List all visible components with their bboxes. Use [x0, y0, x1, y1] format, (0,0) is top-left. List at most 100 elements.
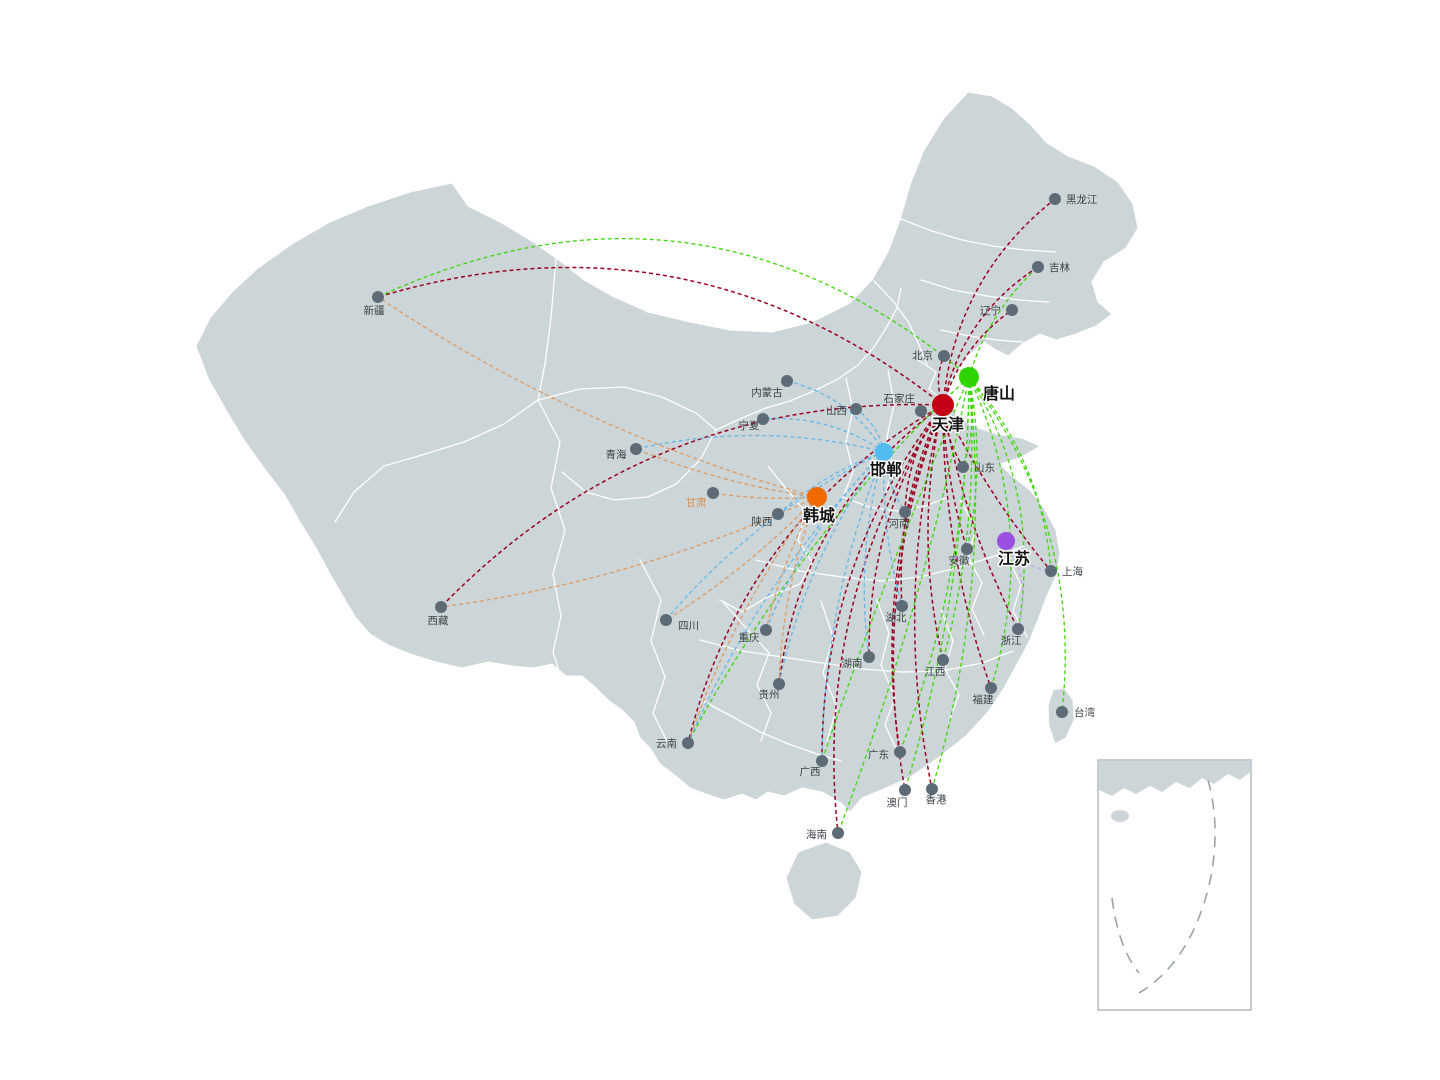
- guangxi-label: 广西: [800, 766, 821, 778]
- flow-edge-hancheng-chongqing: [765, 496, 818, 631]
- flow-edge-tianjin-fujian: [942, 404, 992, 689]
- shijiazhuang-label: 石家庄: [884, 392, 916, 405]
- guangdong-label: 广东: [868, 748, 889, 761]
- flow-edge-tianjin-yunnan: [687, 404, 944, 744]
- flow-edge-tangshan-shanghai: [968, 376, 1052, 572]
- province-layer: 黑龙江吉林辽宁北京石家庄内蒙古山西宁夏青海甘肃陕西新疆西藏四川重庆贵州云南广西湖…: [364, 193, 1098, 841]
- province-marker-anhui: 安徽: [949, 543, 973, 567]
- flow-edge-handan-yunnan: [687, 451, 885, 744]
- handan-hub-dot: [875, 443, 893, 461]
- flow-edge-hancheng-guizhou: [778, 496, 818, 685]
- jiangsu-hub-label: 江苏: [998, 549, 1030, 568]
- edges-layer: [377, 198, 1066, 834]
- hub-marker-tangshan: 唐山: [959, 367, 1017, 405]
- province-marker-ningxia: 宁夏: [739, 413, 769, 432]
- flow-edge-handan-sichuan: [665, 451, 885, 621]
- flow-edge-tangshan-anhui: [966, 376, 978, 550]
- hancheng-hub-label: 韩城: [803, 506, 835, 525]
- aomen-label: 澳门: [887, 796, 908, 809]
- zhejiang-label: 浙江: [1001, 635, 1022, 647]
- flow-edge-tianjin-guangxi: [821, 404, 944, 762]
- shandong-dot: [957, 461, 969, 473]
- flow-edge-handan-henan: [883, 451, 906, 513]
- hub-marker-handan: 邯郸: [868, 443, 904, 481]
- province-marker-hainan: 海南: [806, 827, 844, 841]
- flow-edge-tianjin-hainan: [833, 404, 944, 834]
- xinjiang-label: 新疆: [364, 304, 385, 317]
- province-marker-jiangxi: 江西: [925, 654, 949, 678]
- guangdong-dot: [894, 746, 906, 758]
- flow-edge-tianjin-heilongjiang: [942, 198, 1056, 406]
- flow-edge-hancheng-sichuan: [665, 496, 818, 621]
- liaoning-label: 辽宁: [980, 304, 1001, 317]
- flow-edge-tianjin-anhui: [942, 404, 968, 550]
- sichuan-dot: [660, 614, 672, 626]
- province-marker-liaoning: 辽宁: [980, 304, 1018, 317]
- province-marker-shijiazhuang: 石家庄: [884, 392, 927, 417]
- province-marker-jilin: 吉林: [1032, 261, 1071, 274]
- guizhou-label: 贵州: [759, 688, 780, 701]
- hub-marker-hancheng: 韩城: [801, 487, 837, 527]
- flow-edge-jiangsu-zhejiang: [1005, 540, 1024, 630]
- beijing-dot: [938, 350, 950, 362]
- flow-edge-tianjin-henan: [904, 404, 944, 513]
- hunan-dot: [863, 651, 875, 663]
- province-marker-gansu: 甘肃: [686, 487, 719, 509]
- province-marker-guizhou: 贵州: [759, 678, 785, 701]
- hancheng-hub-dot: [807, 487, 827, 507]
- heilongjiang-label: 黑龙江: [1066, 193, 1098, 206]
- hainan-label: 海南: [806, 828, 827, 841]
- province-marker-xianggang: 香港: [926, 783, 947, 806]
- hainan-dot: [832, 827, 844, 839]
- province-marker-hubei: 湖北: [886, 600, 908, 624]
- shijiazhuang-dot: [915, 405, 927, 417]
- neimenggu-dot: [781, 375, 793, 387]
- liaoning-dot: [1006, 304, 1018, 316]
- flow-edge-tangshan-guangxi: [821, 376, 970, 762]
- tianjin-hub-label: 天津: [932, 415, 964, 434]
- tianjin-hub-dot: [932, 394, 954, 416]
- flow-edge-tianjin-guangdong: [891, 404, 944, 753]
- shaanxi-label: 陕西: [752, 515, 773, 528]
- flow-edge-handan-guizhou: [778, 451, 885, 685]
- province-marker-neimenggu: 内蒙古: [751, 375, 793, 399]
- henan-label: 河南: [889, 517, 910, 530]
- gansu-label: 甘肃: [686, 496, 707, 509]
- flow-edge-tianjin-jiangxi: [927, 404, 944, 661]
- flow-edge-tianjin-liaoning: [942, 309, 1013, 406]
- flow-edge-hancheng-qinghai: [635, 448, 818, 498]
- province-marker-chongqing: 重庆: [739, 624, 772, 644]
- province-marker-qinghai: 青海: [606, 443, 642, 461]
- qinghai-dot: [630, 443, 642, 455]
- fujian-dot: [985, 682, 997, 694]
- flow-edge-tianjin-xinjiang: [377, 266, 944, 406]
- flow-edge-tianjin-xianggang: [913, 404, 944, 790]
- zhejiang-dot: [1012, 623, 1024, 635]
- tangshan-hub-dot: [959, 367, 979, 387]
- flow-edge-tangshan-fujian: [968, 376, 1012, 689]
- flow-edge-hancheng-yunnan: [687, 496, 818, 744]
- guizhou-dot: [773, 678, 785, 690]
- flow-edge-tangshan-xinjiang: [377, 237, 970, 378]
- inset-dash-line-west: [1111, 897, 1140, 974]
- xinjiang-dot: [372, 291, 384, 303]
- province-marker-henan: 河南: [889, 506, 911, 530]
- yunnan-dot: [682, 737, 694, 749]
- guangxi-dot: [816, 755, 828, 767]
- shanghai-label: 上海: [1062, 565, 1084, 578]
- province-marker-guangdong: 广东: [868, 746, 906, 761]
- hub-marker-tianjin: 天津: [930, 394, 966, 436]
- inset-nine-dash-line: [1138, 779, 1216, 994]
- province-marker-shanghai: 上海: [1045, 565, 1084, 578]
- chongqing-dot: [760, 624, 772, 636]
- henan-dot: [899, 506, 911, 518]
- xianggang-dot: [926, 783, 938, 795]
- ningxia-label: 宁夏: [739, 419, 760, 432]
- hubei-label: 湖北: [886, 612, 907, 624]
- flow-edge-tianjin-shandong: [942, 404, 964, 468]
- jilin-dot: [1032, 261, 1044, 273]
- anhui-label: 安徽: [949, 554, 970, 567]
- province-marker-fujian: 福建: [973, 682, 997, 706]
